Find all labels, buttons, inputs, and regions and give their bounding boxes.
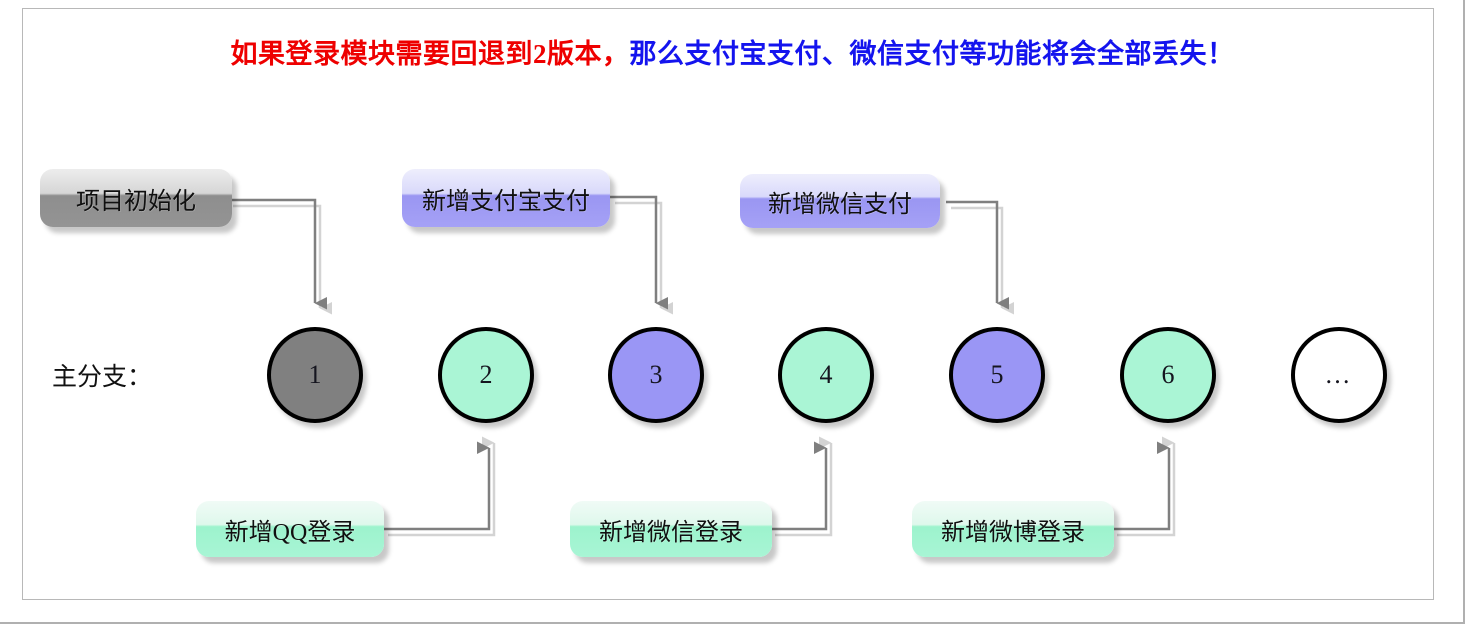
bottom-box-add-weibo-login[interactable]: 新增微博登录 bbox=[912, 501, 1114, 557]
connector-wechatpay-to-node5 bbox=[946, 200, 1009, 310]
commit-node-6[interactable]: 6 bbox=[1120, 327, 1216, 423]
bottom-box-add-qq-login-label: 新增QQ登录 bbox=[224, 519, 356, 546]
top-box-add-wechat-pay-label: 新增微信支付 bbox=[768, 191, 912, 218]
bottom-box-add-qq-login[interactable]: 新增QQ登录 bbox=[196, 501, 384, 557]
connector-qqlogin-to-node2 bbox=[383, 441, 491, 531]
top-box-project-init[interactable]: 项目初始化 bbox=[40, 169, 232, 227]
commit-node-1-label: 1 bbox=[308, 360, 322, 389]
page-title-blue-segment: 那么支付宝支付、微信支付等功能将会全部丢失！ bbox=[629, 39, 1235, 69]
page-title-red-segment: 如果登录模块需要回退到2版本， bbox=[230, 39, 630, 69]
commit-node-3[interactable]: 3 bbox=[608, 327, 704, 423]
connector-init-to-node1 bbox=[228, 198, 327, 310]
commit-node-1[interactable]: 1 bbox=[267, 327, 363, 423]
connector-weibologin-to-node6 bbox=[1112, 441, 1171, 531]
commit-node-2-label: 2 bbox=[479, 360, 493, 389]
commit-node-3-label: 3 bbox=[649, 360, 663, 389]
top-box-add-alipay-pay-label: 新增支付宝支付 bbox=[422, 188, 590, 215]
bottom-box-add-wechat-login-label: 新增微信登录 bbox=[599, 519, 743, 546]
connector-wechatlogin-to-node4 bbox=[770, 441, 828, 531]
top-box-add-alipay-pay[interactable]: 新增支付宝支付 bbox=[402, 169, 610, 227]
commit-node-5[interactable]: 5 bbox=[949, 327, 1045, 423]
commit-node-2[interactable]: 2 bbox=[438, 327, 534, 423]
commit-node-4-label: 4 bbox=[819, 360, 833, 389]
top-box-project-init-label: 项目初始化 bbox=[76, 188, 196, 215]
commit-node-more[interactable]: … bbox=[1291, 327, 1387, 423]
page-title: 如果登录模块需要回退到2版本，那么支付宝支付、微信支付等功能将会全部丢失！ bbox=[0, 32, 1463, 71]
commit-node-4[interactable]: 4 bbox=[778, 327, 874, 423]
main-branch-label: 主分支： bbox=[52, 364, 153, 391]
commit-node-5-label: 5 bbox=[990, 360, 1004, 389]
top-box-add-wechat-pay[interactable]: 新增微信支付 bbox=[740, 174, 940, 228]
bottom-box-add-weibo-login-label: 新增微博登录 bbox=[941, 519, 1085, 546]
connector-alipay-to-node3 bbox=[610, 195, 668, 310]
bottom-box-add-wechat-login[interactable]: 新增微信登录 bbox=[570, 501, 772, 557]
commit-node-more-label: … bbox=[1324, 360, 1354, 389]
commit-node-6-label: 6 bbox=[1161, 360, 1175, 389]
